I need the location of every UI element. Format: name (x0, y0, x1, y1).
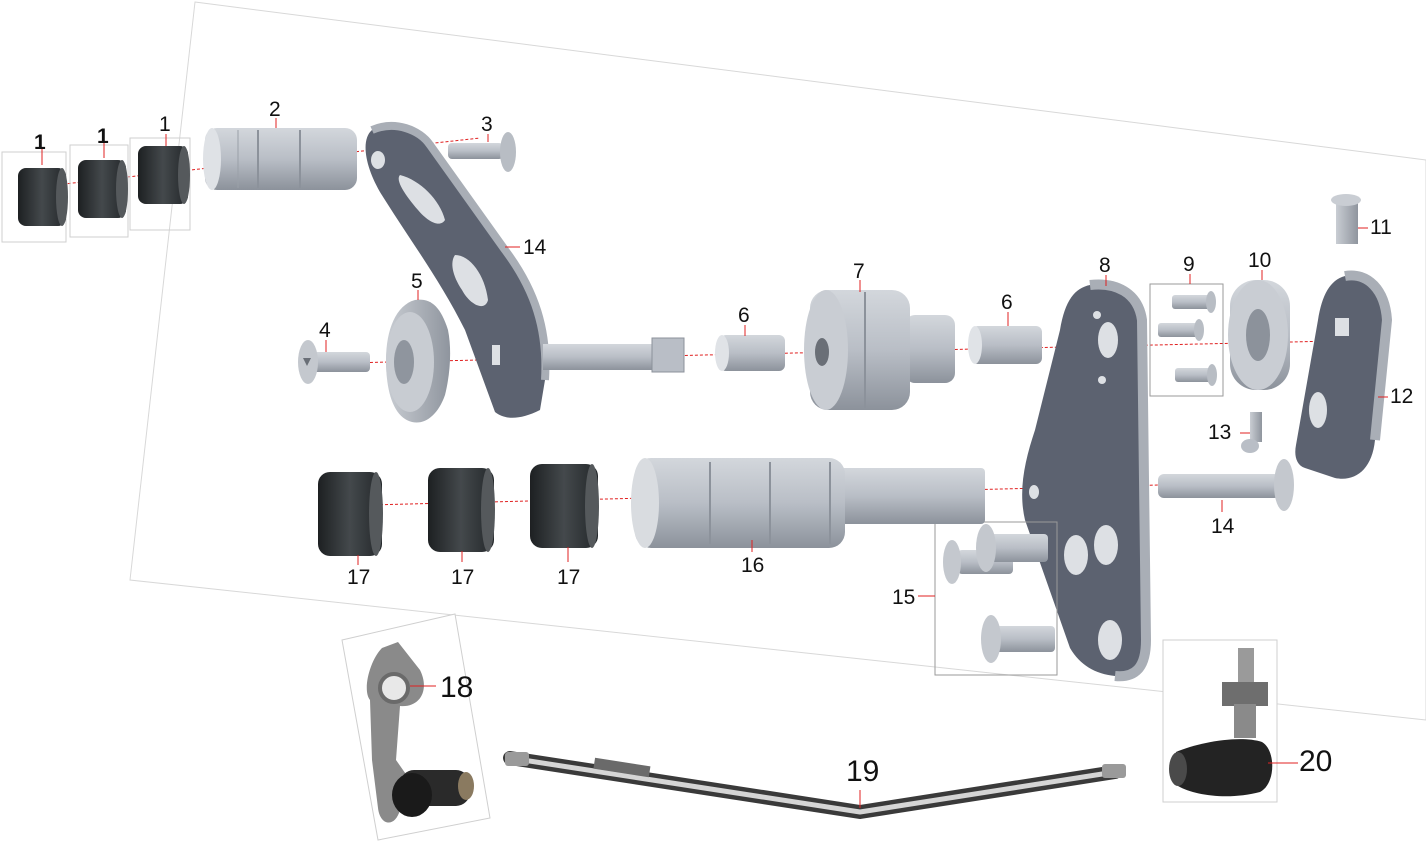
label-part-1-b: 1 (97, 125, 109, 148)
label-part-2: 2 (269, 98, 281, 121)
part-12-lever (1295, 270, 1393, 479)
background-frame (129, 1, 1426, 721)
part-6-bushing-2 (968, 326, 1042, 364)
label-part-15: 15 (892, 586, 916, 609)
part-2-shaft (203, 128, 357, 190)
label-part-14: 14 (523, 236, 547, 259)
label-part-1-c: 1 (159, 113, 171, 136)
label-part-16: 16 (741, 554, 765, 577)
part-10-collar (1228, 280, 1290, 390)
label-part-17-b: 17 (451, 566, 475, 589)
part-16-shaft (631, 458, 985, 548)
label-part-18: 18 (440, 671, 474, 704)
part-14-arm (365, 122, 685, 418)
label-part-13: 13 (1208, 421, 1232, 444)
part-6-bushing (715, 335, 785, 371)
label-part-7: 7 (853, 260, 865, 283)
label-part-20: 20 (1299, 745, 1333, 778)
part-4-screw (298, 340, 370, 384)
part-18-linkage (341, 613, 491, 841)
leader-lines (41, 118, 1388, 597)
part-3-bolt (448, 132, 516, 172)
axis-lines (27, 137, 1381, 506)
label-part-8: 8 (1099, 254, 1111, 277)
part-20-ball-joint (1162, 639, 1298, 803)
part-15-screws (934, 521, 1058, 676)
label-part-17: 17 (347, 566, 371, 589)
part-8-plate (1022, 279, 1152, 682)
label-part-12: 12 (1390, 385, 1414, 408)
part-17-bushings (318, 464, 599, 556)
label-part-5: 5 (411, 270, 423, 293)
label-part-14-b: 14 (1211, 515, 1235, 538)
label-part-1: 1 (34, 131, 46, 154)
part-7-hub (804, 290, 955, 410)
label-part-6: 6 (738, 304, 750, 327)
part-11-bolt (1331, 194, 1361, 244)
label-part-19: 19 (846, 755, 880, 788)
part-9-bolts (1149, 283, 1224, 397)
label-part-11: 11 (1370, 216, 1392, 239)
label-part-3: 3 (481, 113, 493, 136)
part-14-pin (1158, 459, 1294, 511)
label-part-6-b: 6 (1001, 291, 1013, 314)
label-part-17-c: 17 (557, 566, 581, 589)
part-13-bolt (1241, 412, 1262, 453)
part-5-cone (386, 299, 451, 423)
label-part-10: 10 (1248, 249, 1272, 272)
label-part-4: 4 (319, 319, 331, 342)
part-19-rod (503, 751, 1126, 819)
part-1-bushings (1, 137, 191, 243)
label-part-9: 9 (1183, 253, 1195, 276)
